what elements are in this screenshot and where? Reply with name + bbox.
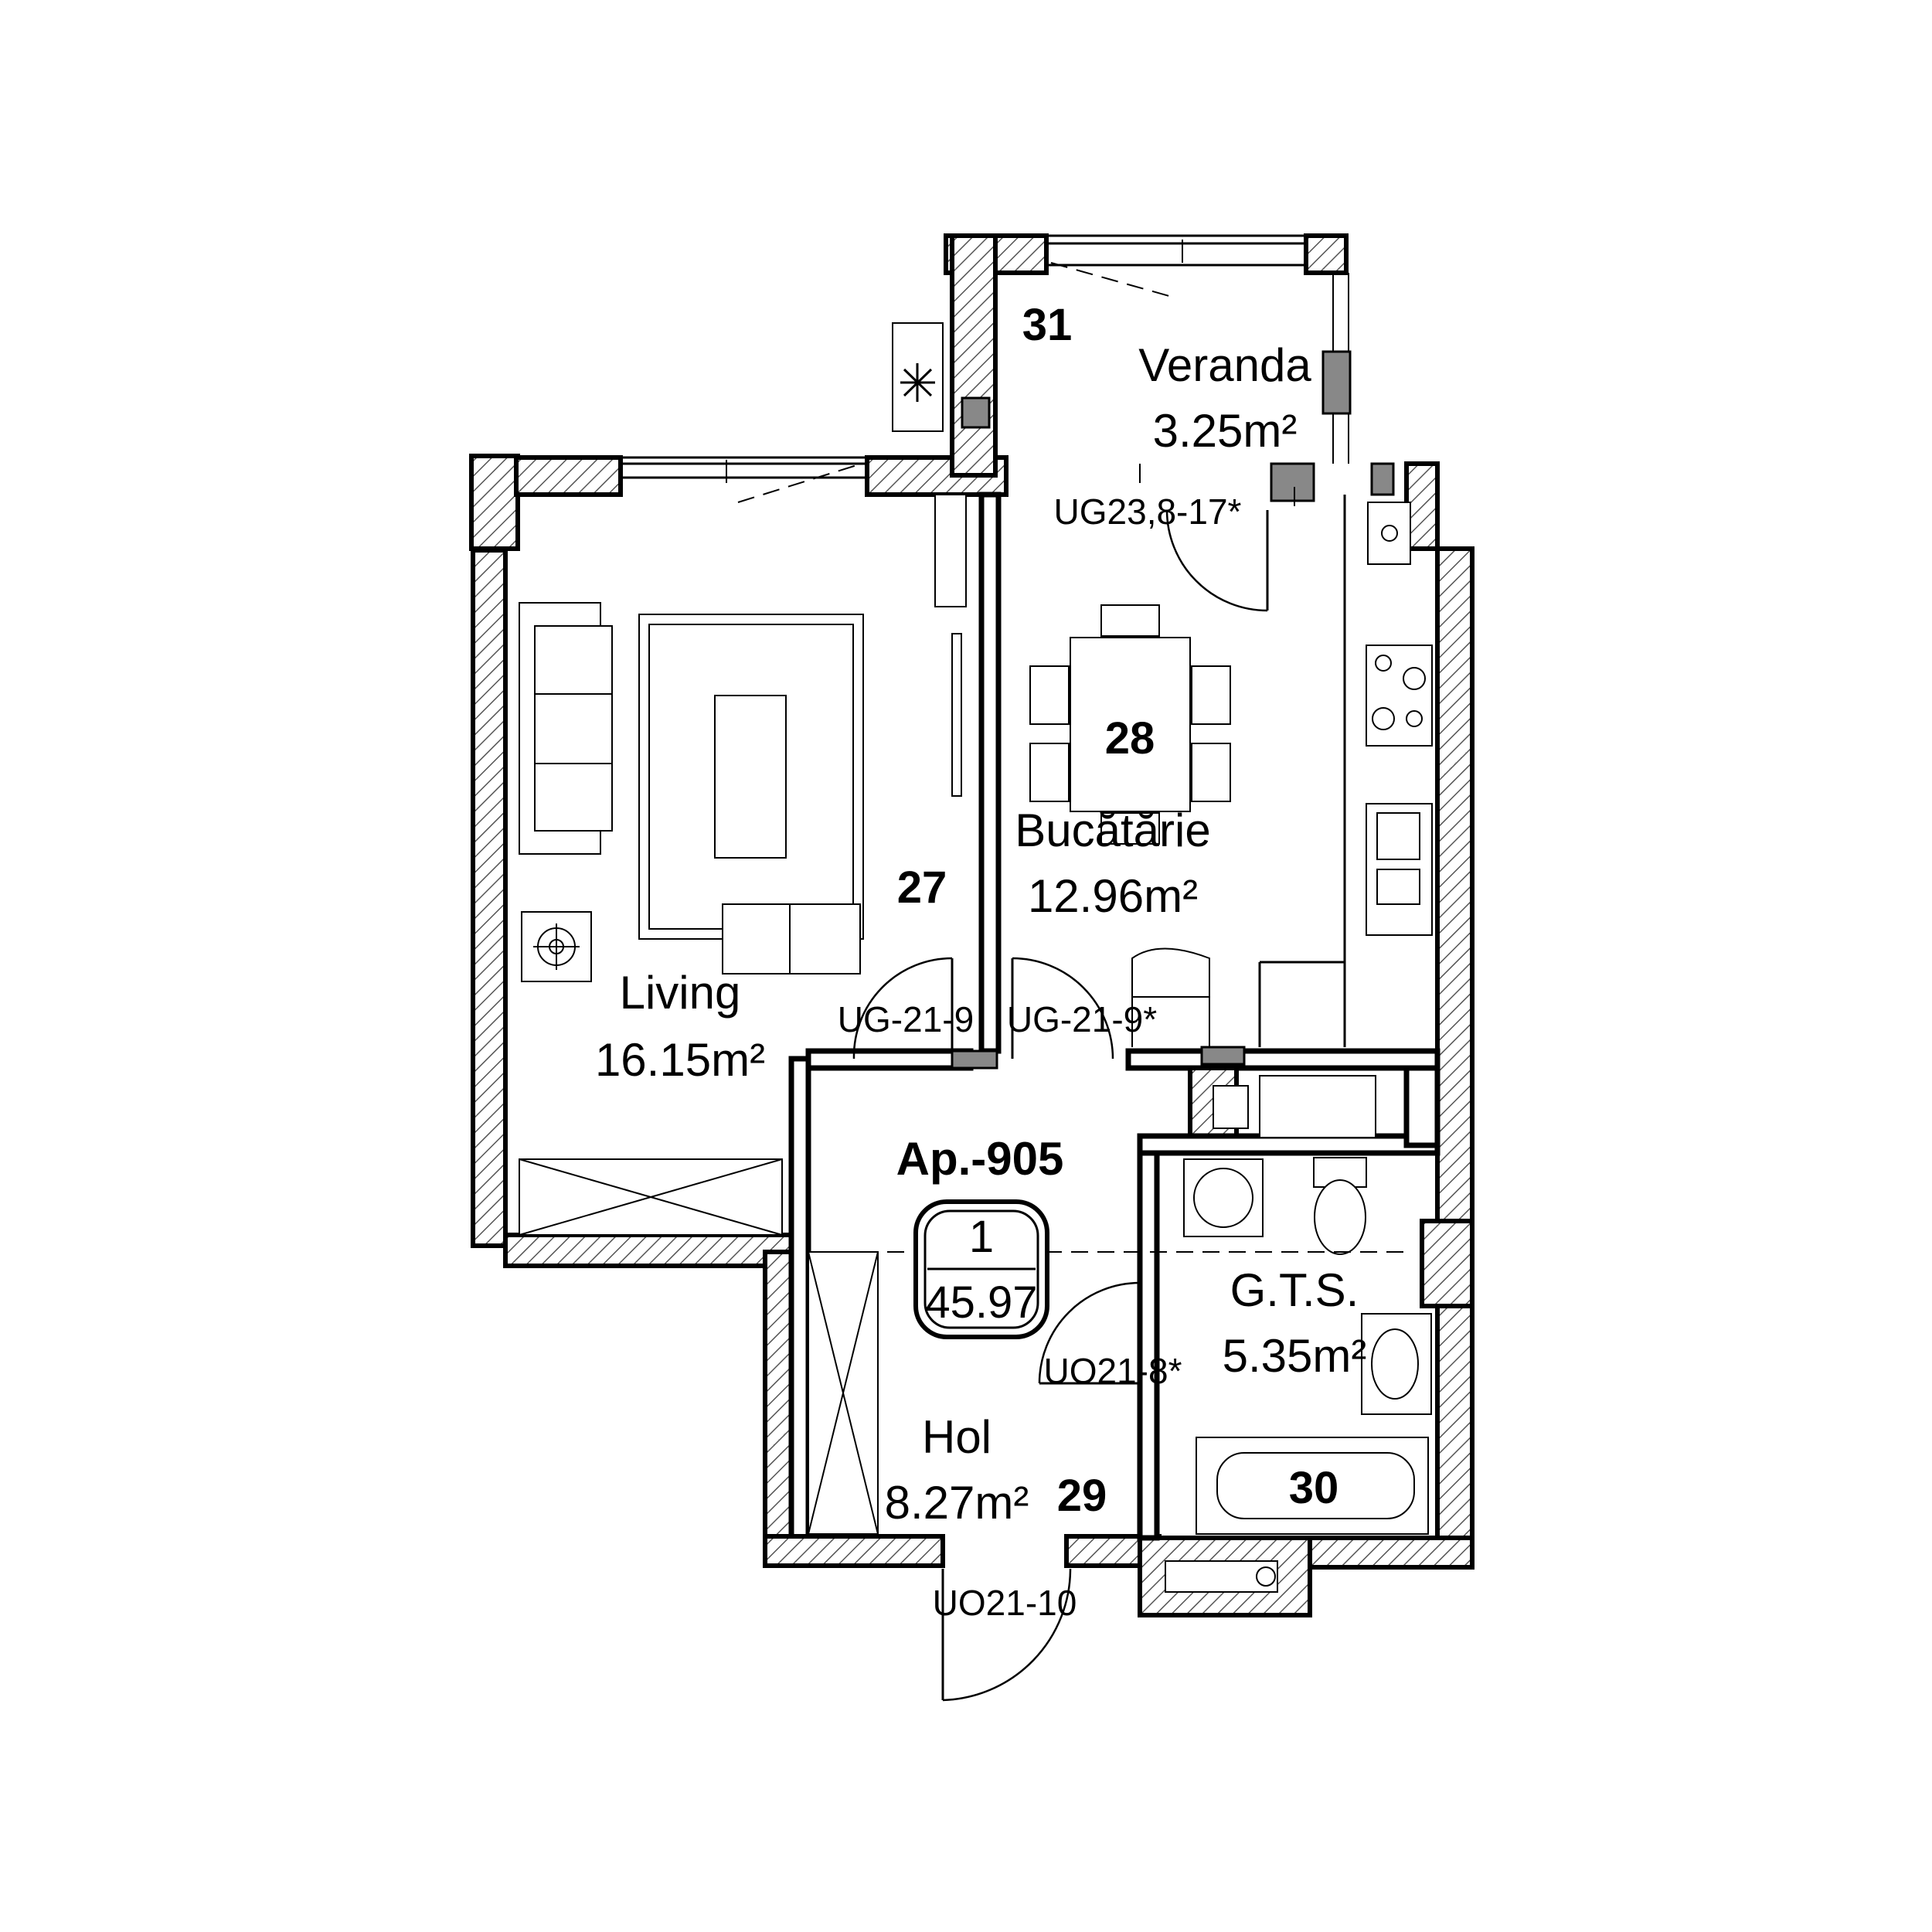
hall-area: 8.27m² [885,1477,1029,1529]
exterior-walls [469,233,1475,1617]
bath-door-label: UO21-8* [1044,1351,1182,1391]
kitchen-door-label: UG-21-9* [1007,999,1157,1039]
kitchen-name: Bucătărie [1015,804,1210,856]
windows [726,240,1352,506]
veranda-label: 31 Veranda 3.25m² [1022,300,1312,457]
snowflake-icon [900,363,935,402]
bathroom-area: 5.35m² [1223,1330,1367,1382]
sink-icon [1367,502,1411,565]
veranda-number: 31 [1022,300,1073,350]
kitchen-number: 28 [1105,713,1155,764]
hall-label: Hol 8.27m² 29 [885,1411,1107,1529]
entrance-door-label: UO21-10 [933,1583,1077,1623]
hall-number: 29 [1057,1471,1107,1521]
veranda-door-label: UG23,8-17* [1054,492,1242,532]
living-number: 27 [897,862,947,913]
washbasin-icon [1361,1313,1432,1415]
bathroom-number: 30 [1289,1463,1339,1513]
structural-columns [951,396,1395,1070]
ac-unit [892,322,944,432]
bathroom-furniture [1165,1075,1432,1593]
bathroom-label: G.T.S. 5.35m² 30 [1223,1264,1367,1513]
living-area: 16.15m² [595,1034,765,1086]
bathtub-icon [1196,1437,1429,1535]
hall-name: Hol [922,1411,992,1463]
rooms-count: 1 [969,1212,994,1262]
toilet-icon [1313,1157,1367,1255]
living-furniture [519,494,967,1236]
apartment-badge: Ap.-905 1 45.97 [896,1133,1064,1339]
living-label: 27 Living 16.15m² [595,862,947,1086]
veranda-name: Veranda [1138,339,1311,391]
total-area: 45.97 [925,1277,1037,1328]
kitchen-label: 28 Bucătărie 12.96m² [1015,713,1210,922]
living-door-label: UG-21-9 [838,999,974,1039]
veranda-area: 3.25m² [1153,405,1298,457]
stove-icon [521,911,592,982]
kitchen-area: 12.96m² [1028,870,1198,922]
washing-machine-icon [1183,1158,1264,1237]
living-name: Living [620,967,741,1019]
kitchen-furniture [1029,495,1433,1047]
bathroom-name: G.T.S. [1230,1264,1359,1316]
apartment-label: Ap.-905 [896,1133,1064,1185]
doors[interactable] [852,509,1269,1702]
